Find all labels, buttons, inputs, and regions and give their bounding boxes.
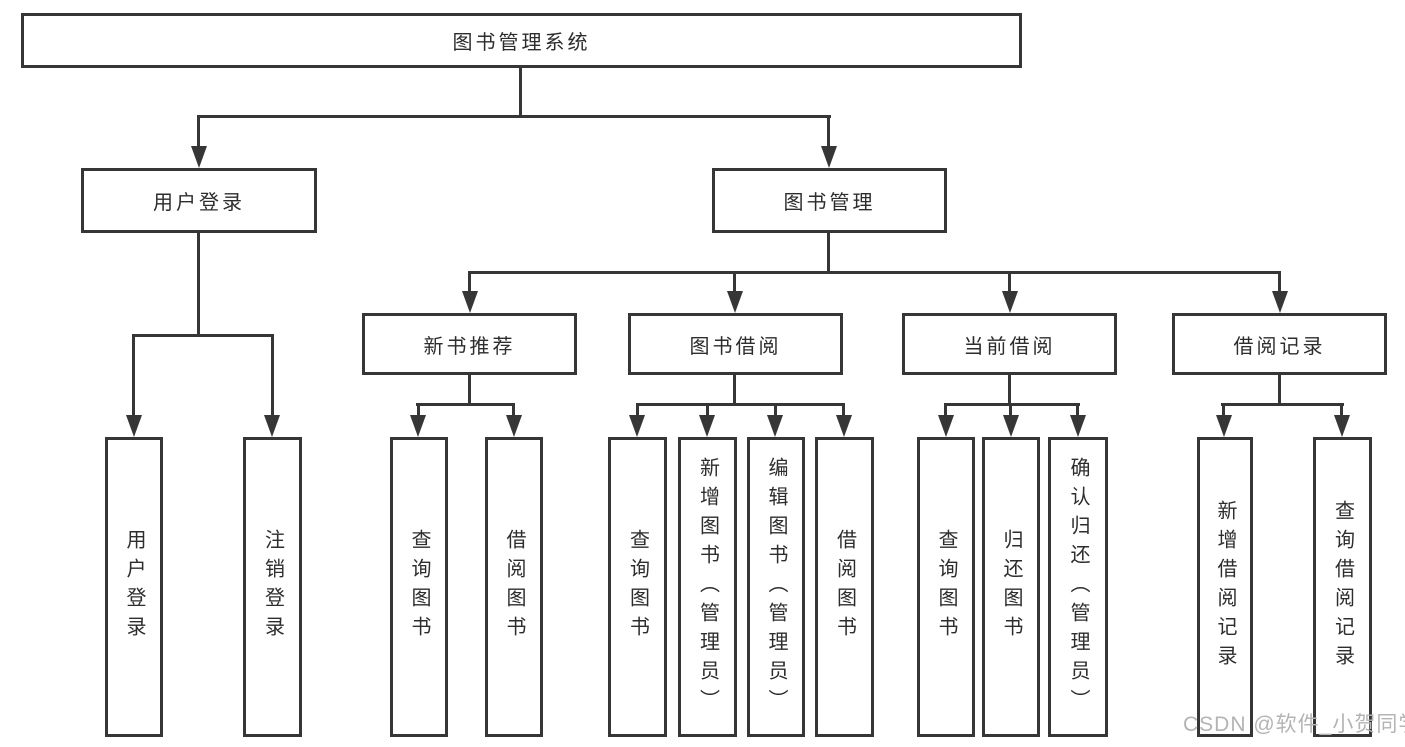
leaf-confirm-return-admin: 确认归还（管理员） (1048, 437, 1108, 737)
edge-borrow-child3-stem (774, 403, 777, 418)
edge-userlogin-stem (197, 233, 200, 336)
node-root: 图书管理系统 (21, 13, 1022, 68)
arrowhead-borrow-child1 (629, 415, 645, 437)
edge-root-rail (197, 115, 831, 118)
edge-bookmgmt-child1-stem (468, 271, 471, 294)
edge-root-userlogin-stem (197, 115, 200, 149)
leaf-borrow-books: 借阅图书 (815, 437, 874, 737)
leaf-return-book: 归还图书 (982, 437, 1040, 737)
edge-root-stem (519, 68, 522, 117)
arrowhead-bookmgmt-child3 (1002, 291, 1018, 313)
leaf-borrow-books-recommend: 借阅图书 (485, 437, 543, 737)
edge-borrow-child2-stem (706, 403, 709, 418)
arrowhead-records-child2 (1334, 415, 1350, 437)
arrowhead-root-bookmgmt (821, 146, 837, 168)
edge-newbook-rail (416, 403, 515, 406)
leaf-query-books-recommend: 查询图书 (390, 437, 448, 737)
edge-newbook-child1-stem (417, 403, 420, 418)
edge-records-child1-stem (1222, 403, 1225, 418)
arrowhead-borrow-child4 (836, 415, 852, 437)
csdn-watermark: CSDN @软件_小贺同学 (1183, 713, 1405, 736)
edge-current-stem (1008, 375, 1011, 405)
edge-current-child2-stem (1009, 403, 1012, 418)
arrowhead-root-userlogin (191, 146, 207, 168)
edge-records-child2-stem (1340, 403, 1343, 418)
edge-records-rail (1221, 403, 1344, 406)
arrowhead-bookmgmt-child2 (727, 291, 743, 313)
node-book-management: 图书管理 (712, 168, 947, 233)
edge-borrow-child1-stem (636, 403, 639, 418)
leaf-query-books-current: 查询图书 (917, 437, 975, 737)
edge-bookmgmt-child4-stem (1278, 271, 1281, 294)
edge-current-child3-stem (1076, 403, 1079, 418)
node-user-login: 用户登录 (81, 168, 317, 233)
edge-bookmgmt-child3-stem (1008, 271, 1011, 294)
arrowhead-current-child1 (938, 415, 954, 437)
arrowhead-borrow-child3 (767, 415, 783, 437)
leaf-add-book-admin: 新增图书（管理员） (678, 437, 737, 737)
arrowhead-userlogin-child1 (126, 415, 142, 437)
arrowhead-borrow-child2 (699, 415, 715, 437)
edge-current-child1-stem (944, 403, 947, 418)
arrowhead-newbook-child2 (506, 415, 522, 437)
arrowhead-bookmgmt-child1 (462, 291, 478, 313)
edge-userlogin-child2-stem (271, 334, 274, 418)
edge-borrow-rail (636, 403, 845, 406)
edge-userlogin-child1-stem (132, 334, 135, 418)
node-book-borrow: 图书借阅 (628, 313, 843, 375)
node-new-book-recommend: 新书推荐 (362, 313, 577, 375)
leaf-user-login: 用户登录 (105, 437, 163, 737)
arrowhead-newbook-child1 (410, 415, 426, 437)
edge-current-rail (944, 403, 1080, 406)
edge-newbook-stem (468, 375, 471, 405)
arrowhead-bookmgmt-child4 (1272, 291, 1288, 313)
leaf-logout: 注销登录 (243, 437, 302, 737)
edge-root-bookmgmt-stem (827, 115, 830, 149)
edge-newbook-child2-stem (512, 403, 515, 418)
leaf-edit-book-admin: 编辑图书（管理员） (747, 437, 805, 737)
arrowhead-userlogin-child2 (264, 415, 280, 437)
leaf-add-borrow-record: 新增借阅记录 (1197, 437, 1253, 737)
edge-borrow-stem (733, 375, 736, 405)
edge-bookmgmt-rail (468, 271, 1281, 274)
node-borrow-records: 借阅记录 (1172, 313, 1387, 375)
arrowhead-current-child2 (1003, 415, 1019, 437)
edge-bookmgmt-stem (827, 233, 830, 273)
arrowhead-current-child3 (1070, 415, 1086, 437)
edge-borrow-child4-stem (842, 403, 845, 418)
leaf-query-borrow-record: 查询借阅记录 (1313, 437, 1372, 737)
leaf-query-books-borrow: 查询图书 (608, 437, 667, 737)
edge-records-stem (1278, 375, 1281, 405)
arrowhead-records-child1 (1216, 415, 1232, 437)
node-current-borrow: 当前借阅 (902, 313, 1117, 375)
edge-userlogin-rail (132, 334, 274, 337)
edge-bookmgmt-child2-stem (733, 271, 736, 294)
